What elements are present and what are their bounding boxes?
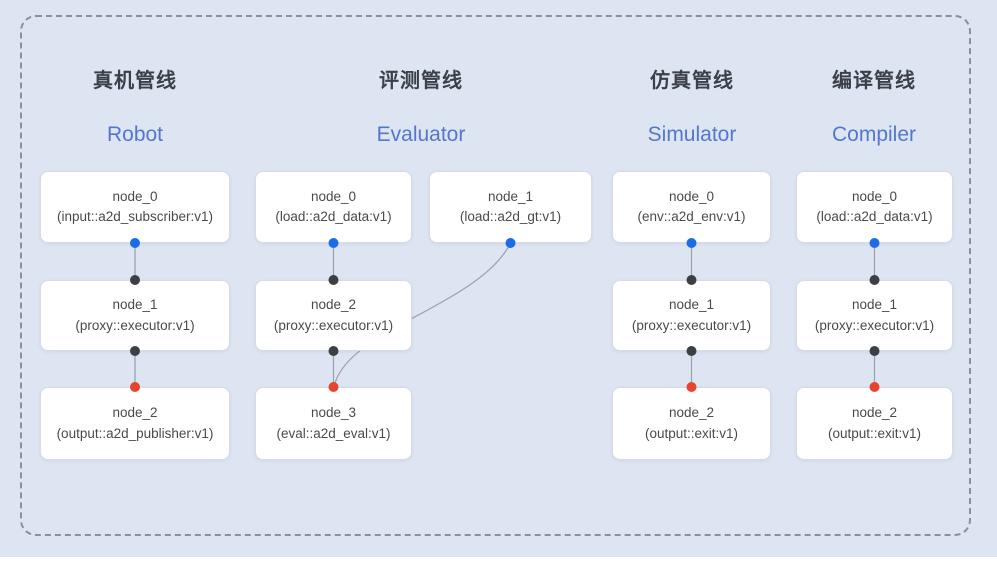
pipeline-subtitle-simulator: Simulator [647,123,737,146]
node-name: node_0 [112,188,158,204]
node-card-evaluator-node2: node_2 (proxy::executor:v1) [255,280,412,351]
node-type: (load::a2d_data:v1) [275,209,392,224]
node-name: node_2 [112,405,158,421]
node-name: node_1 [668,297,715,313]
node-type: (proxy::executor:v1) [273,317,394,333]
node-card-compiler-node0: node_0 (load::a2d_data:v1) [796,171,953,243]
node-card-simulator-node2: node_2 (output::exit:v1) [612,387,771,460]
node-type: (env::a2d_env:v1) [637,209,746,224]
node-type: (load::a2d_data:v1) [816,209,933,224]
node-name: node_0 [310,188,357,204]
node-card-evaluator-node1: node_1 (load::a2d_gt:v1) [429,171,592,243]
node-card-simulator-node0: node_0 (env::a2d_env:v1) [612,171,771,243]
node-name: node_2 [668,405,715,421]
pipeline-subtitle-compiler: Compiler [831,123,917,146]
node-card-robot-node2: node_2 (output::a2d_publisher:v1) [40,387,230,460]
node-name: node_1 [487,188,534,204]
node-name: node_2 [310,297,357,313]
node-name: node_3 [310,405,357,421]
node-type: (output::a2d_publisher:v1) [56,425,214,441]
node-name: node_1 [851,297,898,313]
node-type: (load::a2d_gt:v1) [459,209,562,224]
node-card-compiler-node1: node_1 (proxy::executor:v1) [796,280,953,351]
pipeline-title-compiler-zh: 编译管线 [832,70,916,92]
node-card-evaluator-node3: node_3 (eval::a2d_eval:v1) [255,387,412,460]
node-type: (output::exit:v1) [827,425,922,441]
node-card-compiler-node2: node_2 (output::exit:v1) [796,387,953,460]
node-name: node_2 [851,405,898,421]
node-type: (proxy::executor:v1) [814,317,935,333]
node-type: (proxy::executor:v1) [75,317,195,333]
node-type: (input::a2d_subscriber:v1) [56,209,214,224]
node-card-robot-node0: node_0 (input::a2d_subscriber:v1) [40,171,230,243]
node-card-simulator-node1: node_1 (proxy::executor:v1) [612,280,771,351]
pipeline-subtitle-robot: Robot [106,123,164,146]
node-name: node_0 [851,188,898,204]
connector-evaluator-gt-to-eval-curve [333,242,512,388]
node-card-evaluator-node0: node_0 (load::a2d_data:v1) [255,171,412,243]
node-name: node_0 [668,188,715,204]
pipeline-subtitle-evaluator: Evaluator [376,123,466,146]
node-card-robot-node1: node_1 (proxy::executor:v1) [40,280,230,351]
dashed-border-frame [20,15,971,536]
node-type: (output::exit:v1) [644,425,739,441]
pipeline-title-robot-zh: 真机管线 [93,70,177,92]
node-type: (proxy::executor:v1) [631,317,752,333]
pipeline-title-evaluator-zh: 评测管线 [379,70,463,92]
node-type: (eval::a2d_eval:v1) [276,425,391,441]
node-name: node_1 [112,297,158,313]
pipeline-title-simulator-zh: 仿真管线 [650,70,734,92]
